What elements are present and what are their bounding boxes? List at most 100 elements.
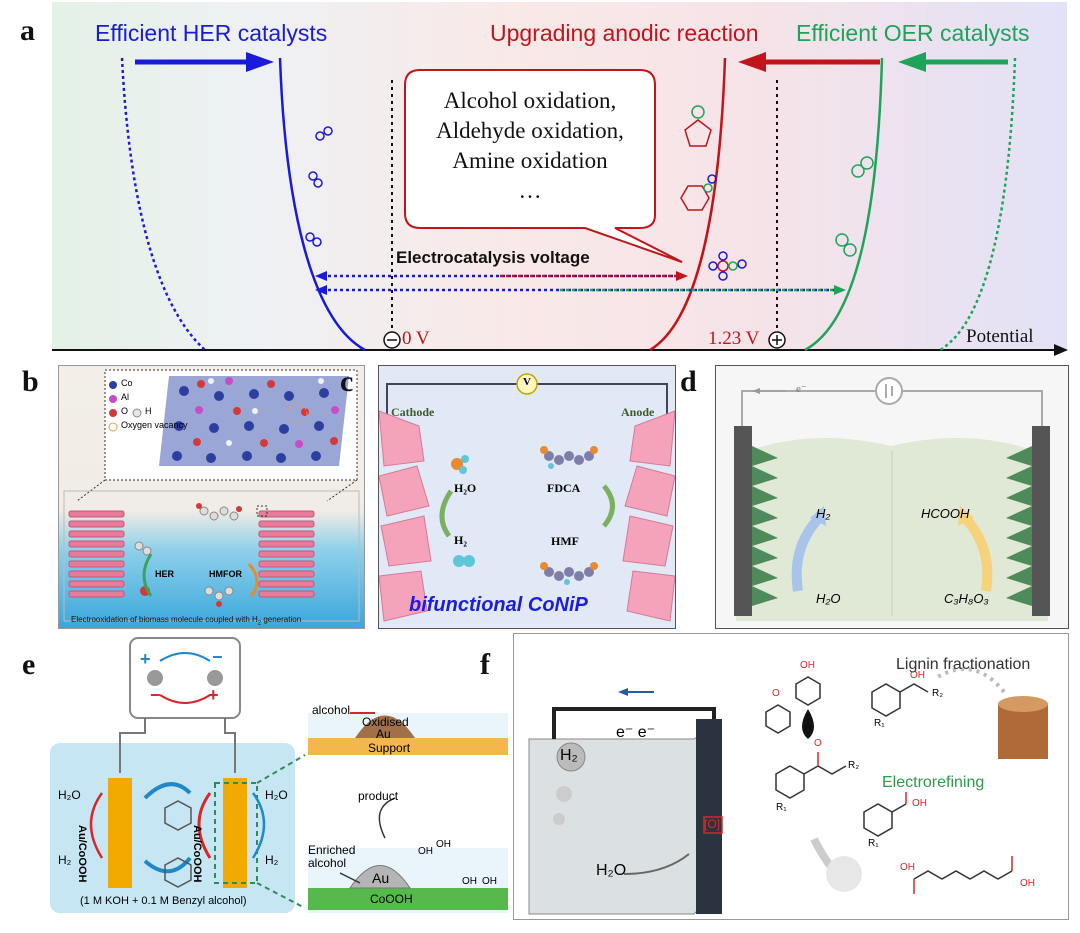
anode-conversion-arrow: [959, 512, 993, 592]
panel-label-b: b: [22, 365, 39, 398]
panel-label-a: a: [20, 14, 35, 47]
h2o-label: H₂O: [454, 481, 477, 495]
h2-molecule-icons: [305, 126, 333, 247]
hmf-molecule-icon: [540, 562, 598, 585]
right-terminal-icon: [207, 670, 223, 686]
right-electrode-label: Au/CoOOH: [191, 825, 203, 883]
panel-label-c: c: [340, 365, 354, 398]
left-electrode-bar: [108, 778, 132, 888]
anode-label: Anode: [621, 405, 655, 419]
product-to-cathode-arrow: [143, 782, 192, 800]
legend-oxygen-vacancy: Oxygen vacancy: [121, 420, 188, 430]
hcooh-label: HCOOH: [921, 506, 970, 521]
axis-arrow: [1054, 344, 1068, 356]
legend-al: Al: [121, 392, 130, 402]
bubble-line-alcohol: Alcohol oxidation,: [443, 88, 617, 113]
left-electrode: [734, 426, 752, 616]
terminal-minus-left: −: [150, 685, 161, 705]
oer-catalysts-title: Efficient OER catalysts: [796, 20, 1030, 46]
panel-c: V Cathode Anode H₂O H₂ FDCA HMF bifuncti…: [378, 365, 676, 629]
panel-label-f: f: [480, 648, 490, 681]
atom-legend: [108, 381, 142, 432]
benzoic-acid-structure: [164, 800, 192, 831]
panel-b: Co Al O H Oxygen vacancy HER HMFOR Elect…: [58, 365, 365, 629]
upgrade-curve: [649, 57, 727, 352]
support-layer: [308, 738, 508, 755]
panel-b-caption: Electrooxidation of biomass molecule cou…: [71, 615, 302, 627]
left-terminal-icon: [147, 670, 163, 686]
right-h2o-label: H₂O: [265, 788, 288, 802]
bubble-line-amine: Amine oxidation: [452, 148, 608, 173]
left-electrode-label: Au/CoOOH: [76, 825, 88, 883]
right-electrode: [1032, 426, 1050, 616]
h2-label: H₂: [454, 533, 467, 547]
hydrogen-bubble-icon: [556, 742, 586, 772]
oxidised-au-label: Au: [376, 727, 391, 741]
left-electrode-layers: [68, 510, 125, 598]
her-catalyst-curve: [278, 57, 366, 352]
cathode-conversion-arrow: [791, 512, 825, 592]
h2-product-label: H₂: [816, 506, 831, 521]
panel-b-scene: [63, 369, 360, 622]
oil-drop-icon: [802, 709, 814, 739]
surface-oh-label-2: OH: [436, 839, 451, 850]
her-curved-arrow: [142, 553, 153, 597]
catalyst-particles-icon: [826, 856, 862, 892]
lignin-r2-label: R₂: [932, 688, 944, 699]
anode-reaction-arrow: [602, 484, 615, 528]
ketone-r1-label: R₁: [776, 802, 787, 813]
power-source-icon: [875, 377, 903, 405]
hmfor-label: HMFOR: [209, 569, 242, 579]
panel-d: e⁻ H₂ HCOOH H₂O C₃H₈O₃: [715, 365, 1069, 629]
lignin-fractionation-label: Lignin fractionation: [896, 656, 1031, 673]
h2-bubble-label: H₂: [560, 747, 578, 764]
hmf-molecules: [134, 506, 239, 601]
cathode-plates: [379, 410, 432, 622]
right-h2-label: H₂: [265, 853, 279, 867]
hydrogen-molecule-icon: [453, 555, 475, 567]
bubble-text: Alcohol oxidation, Aldehyde oxidation, A…: [405, 86, 655, 206]
surface-oh-label-1: OH: [418, 846, 433, 857]
lignin-oh-label: OH: [910, 670, 925, 681]
o2-molecule-icons: [835, 156, 874, 257]
cyclohexanone-structure: [765, 704, 791, 734]
reaction-speech-bubble: [404, 69, 683, 263]
bubble-line-ellipsis: …: [518, 178, 542, 203]
electrorefining-label: Electrorefining: [882, 774, 985, 791]
panel-label-d: d: [680, 365, 697, 398]
left-reduction-arrow: [89, 792, 104, 859]
anode-plates: [622, 410, 675, 622]
panel-c-scene: [379, 373, 675, 622]
legend-o: O: [121, 406, 129, 416]
oxidation-arrow: [197, 792, 212, 859]
right-electrode-layers: [258, 510, 315, 598]
potential-axis-label: Potential: [966, 326, 1034, 347]
oxygen-box-icon: [703, 816, 723, 834]
left-h2-label: H₂: [58, 853, 72, 867]
benzyl-alcohol-structure: [164, 857, 192, 888]
terminal-plus-left: +: [140, 649, 151, 669]
wood-log-icon: [998, 704, 1048, 759]
oxygen-label: [O]: [704, 817, 721, 831]
voltmeter-label: V: [523, 376, 531, 388]
cathode-label: Cathode: [391, 405, 435, 419]
left-wire: [119, 718, 146, 773]
lignin-monomer-structure: [871, 683, 901, 717]
h2o-label: H₂O: [596, 862, 627, 879]
terminal-plus-right: +: [208, 685, 219, 705]
cooh-layer: [308, 888, 508, 910]
electron-label: e⁻: [796, 383, 807, 395]
oxidised-label: Oxidised: [362, 715, 409, 729]
right-electrode-bar: [223, 778, 247, 888]
power-supply-box: [129, 637, 241, 719]
panel-d-scene: [734, 377, 1050, 621]
legend-co: Co: [121, 378, 133, 388]
right-wire: [224, 718, 236, 773]
electrolyte-label: (1 M KOH + 0.1 M Benzyl alcohol): [80, 895, 247, 907]
electrons-label: e⁻ e⁻: [616, 724, 656, 741]
aromatic-ketone-structure: [775, 765, 805, 799]
panel-e: + − − + Au/CoOOH Au/CoOOH H₂O H₂ H₂O H₂ …: [50, 633, 508, 918]
voltmeter-icon: [516, 373, 538, 395]
oer-catalyst-curve: [804, 57, 884, 352]
adipic-oh-right-label: OH: [1020, 878, 1035, 889]
